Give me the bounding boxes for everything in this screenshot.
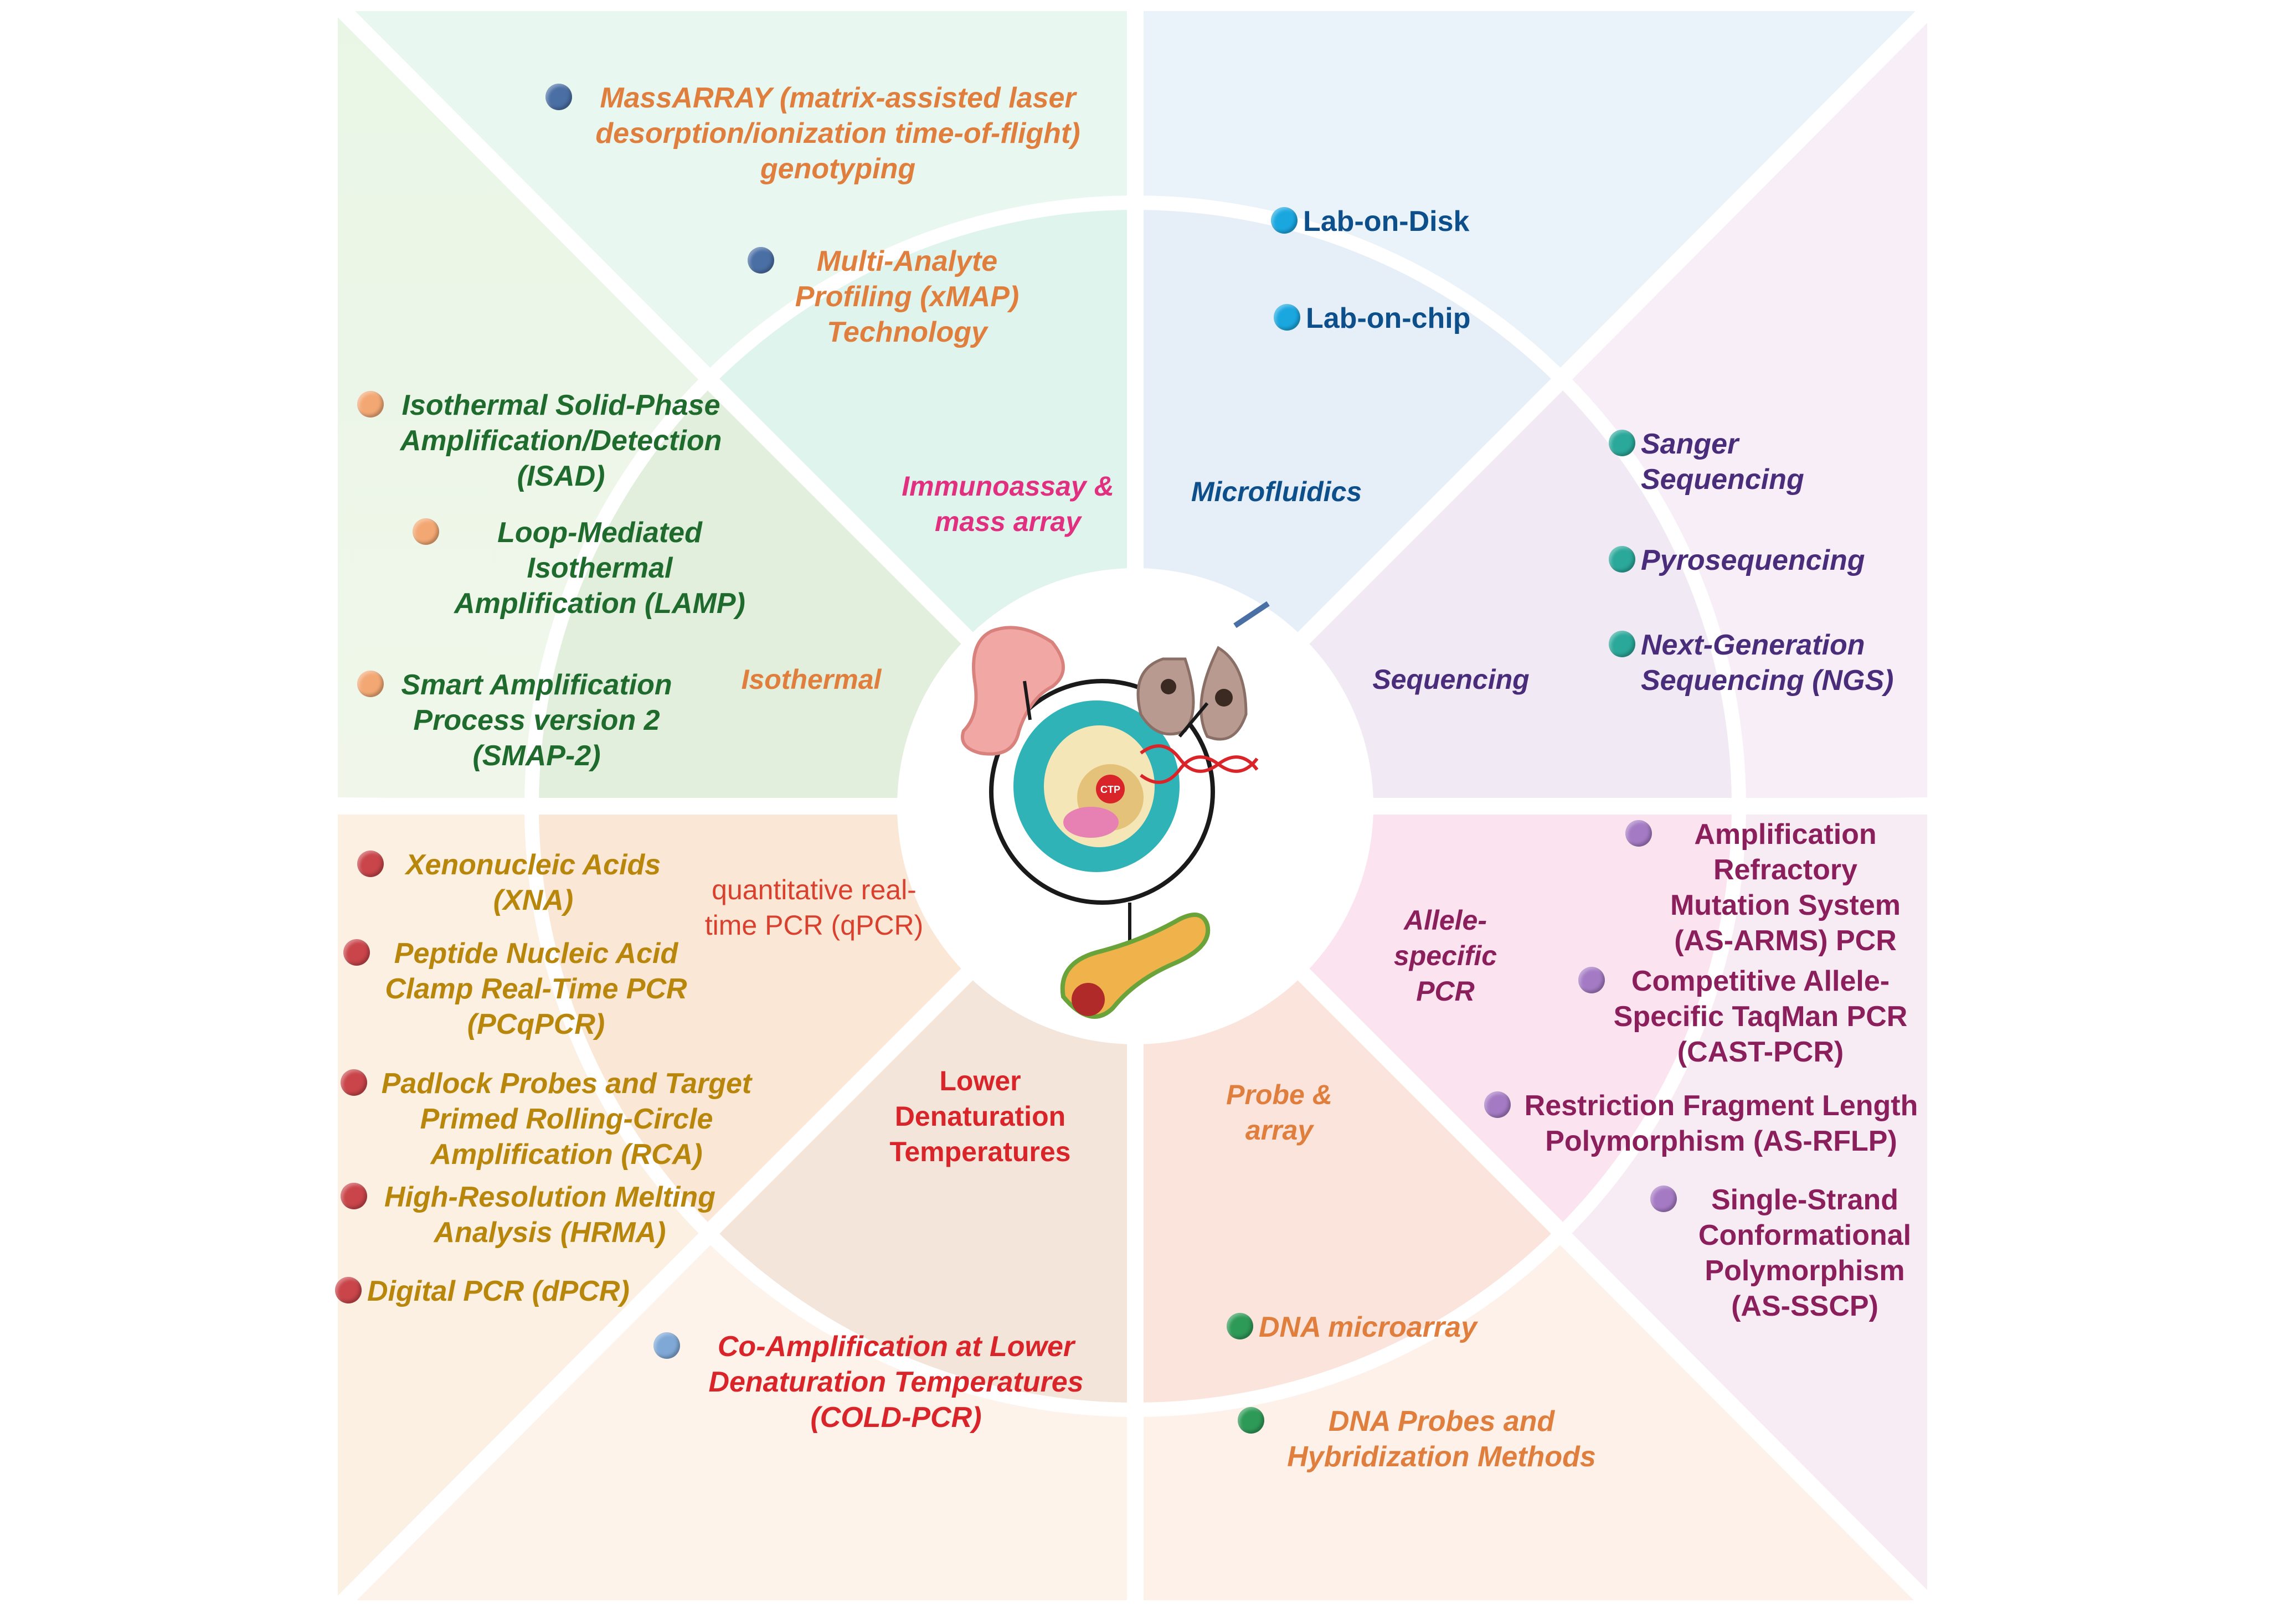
- method-smap: Smart Amplification Process version 2 (S…: [357, 667, 684, 774]
- bullet-dot: [1271, 207, 1298, 234]
- pancreas-icon: [1060, 913, 1211, 1019]
- method-cold-pcr: Co-Amplification at Lower Denaturation T…: [653, 1329, 1108, 1435]
- segment-label-qpcr: quantitative real-time PCR (qPCR): [704, 874, 924, 941]
- bullet-dot: [341, 1183, 367, 1209]
- method-dna-probes: DNA Probes and Hybridization Methods: [1238, 1404, 1614, 1475]
- bullet-dot: [1625, 820, 1652, 847]
- bullet-dot: [1578, 967, 1605, 993]
- bullet-dot: [1227, 1313, 1253, 1339]
- method-rca: Padlock Probes and Target Primed Rolling…: [341, 1066, 761, 1172]
- method-dpcr: Digital PCR (dPCR): [335, 1274, 630, 1309]
- bullet-dot: [653, 1332, 680, 1359]
- segment-label-microfluidics: Microfluidics: [1191, 476, 1362, 507]
- bullet-dot: [1238, 1407, 1264, 1434]
- method-lab-on-disk: Lab-on-Disk: [1271, 204, 1469, 239]
- method-dna-microarray: DNA microarray: [1227, 1310, 1477, 1345]
- bullet-dot: [748, 247, 774, 274]
- method-lamp: Loop-Mediated Isothermal Amplification (…: [413, 515, 756, 621]
- ctp-text: CTP: [1100, 784, 1120, 795]
- method-isad: Isothermal Solid-Phase Amplification/Det…: [357, 388, 734, 494]
- method-pcqpcr: Peptide Nucleic Acid Clamp Real-Time PCR…: [343, 936, 698, 1042]
- method-pyrosequencing: Pyrosequencing: [1609, 543, 1865, 578]
- left-margin: [0, 0, 338, 1613]
- segment-label-allele: Allele-specific PCR: [1393, 905, 1497, 1007]
- method-sanger: Sanger Sequencing: [1609, 426, 1852, 497]
- bullet-dot: [357, 391, 384, 418]
- method-lab-on-chip: Lab-on-chip: [1274, 301, 1471, 336]
- segment-label-immunoassay: Immunoassay & mass array: [902, 471, 1114, 537]
- bullet-dot: [413, 518, 439, 545]
- bullet-dot: [341, 1069, 367, 1096]
- method-xmap: Multi-Analyte Profiling (xMAP) Technolog…: [748, 244, 1036, 350]
- bullet-dot: [1609, 546, 1635, 573]
- bullet-dot: [1274, 304, 1300, 331]
- bullet-dot: [343, 939, 370, 966]
- colon-icon: [961, 626, 1065, 756]
- method-as-rflp: Restriction Fragment Length Polymorphism…: [1484, 1088, 1927, 1159]
- segment-label-isothermal: Isothermal: [741, 664, 882, 695]
- method-massarray: MassARRAY (matrix-assisted laser desorpt…: [545, 80, 1099, 187]
- bullet-dot: [1484, 1091, 1511, 1118]
- segment-label-sequencing: Sequencing: [1372, 664, 1530, 695]
- bullet-dot: [357, 851, 384, 877]
- method-as-sscp: Single-Strand Conformational Polymorphis…: [1650, 1182, 1927, 1324]
- right-margin: [1933, 0, 2296, 1613]
- bullet-dot: [335, 1277, 362, 1303]
- bullet-dot: [357, 671, 384, 697]
- lungs-icon: [1136, 601, 1270, 741]
- method-xna: Xenonucleic Acids (XNA): [357, 847, 689, 918]
- bullet-dot: [545, 84, 572, 110]
- segment-label-probe: Probe & array: [1226, 1079, 1332, 1146]
- ctp-marker: [1096, 775, 1125, 803]
- method-ngs: Next-Generation Sequencing (NGS): [1609, 627, 1919, 698]
- segment-label-lower: Lower Denaturation Temperatures: [889, 1065, 1071, 1167]
- method-hrma: High-Resolution Melting Analysis (HRMA): [341, 1179, 739, 1250]
- bullet-dot: [1609, 631, 1635, 657]
- center-illustration: CTP: [961, 601, 1270, 1019]
- method-as-arms: Amplification Refractory Mutation System…: [1625, 817, 1913, 958]
- method-cast-pcr: Competitive Allele-Specific TaqMan PCR (…: [1578, 963, 1911, 1070]
- bullet-dot: [1609, 430, 1635, 456]
- dna-icon: [1140, 744, 1259, 784]
- bullet-dot: [1650, 1186, 1677, 1212]
